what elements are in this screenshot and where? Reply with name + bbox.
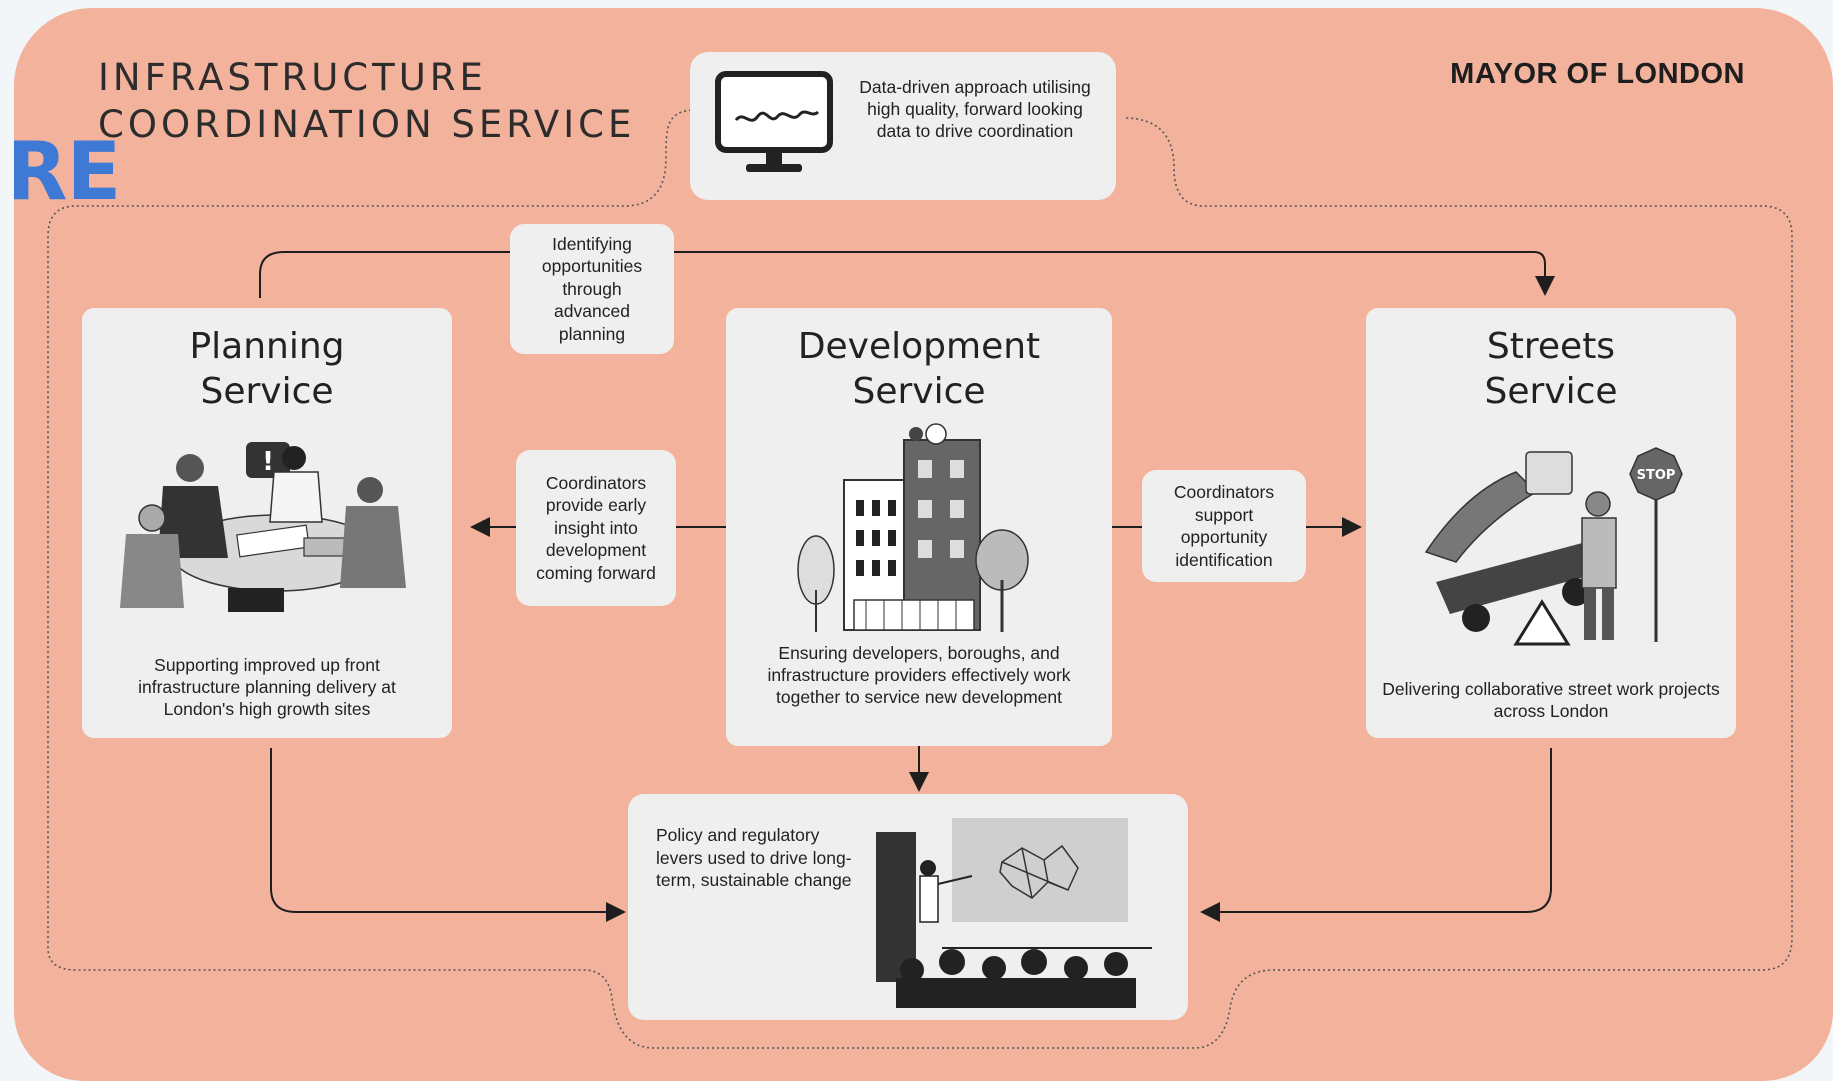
policy-levers-text: Policy and regulatory levers used to dri… <box>656 825 852 890</box>
mayor-of-london-logo: MAYOR OF LONDON <box>1450 58 1745 90</box>
data-driven-box: Data-driven approach utilising high qual… <box>690 52 1116 200</box>
diagram-panel: RE INFRASTRUCTURE COORDINATION SERVICE M… <box>14 8 1833 1081</box>
development-title-line-1: Development <box>797 326 1041 367</box>
planning-title-line-1: Planning <box>189 326 345 367</box>
presentation-illustration <box>876 818 1152 1008</box>
identifying-opportunities-note: Identifying opportunities through advanc… <box>510 224 674 354</box>
opportunity-support-text: Coordinators support opportunity identif… <box>1173 482 1275 570</box>
title-line-1: INFRASTRUCTURE <box>98 56 487 99</box>
development-service-card: Development Service <box>726 308 1112 746</box>
development-description: Ensuring developers, boroughs, and infra… <box>767 643 1071 707</box>
meeting-illustration: ! <box>120 442 406 612</box>
building-illustration <box>797 423 1029 632</box>
streets-service-card: Streets Service STOP Delivering collabor… <box>1366 308 1736 738</box>
stop-sign-text: STOP <box>1637 468 1676 483</box>
diagram-title: INFRASTRUCTURE COORDINATION SERVICE <box>98 54 635 148</box>
streets-title-line-1: Streets <box>1486 326 1616 367</box>
identifying-opportunities-text: Identifying opportunities through advanc… <box>541 233 643 344</box>
planning-title-line-2: Service <box>200 371 334 412</box>
street-works-illustration: STOP <box>1424 447 1683 646</box>
early-insight-note: Coordinators provide early insight into … <box>516 450 676 606</box>
data-driven-text: Data-driven approach utilising high qual… <box>859 77 1091 141</box>
development-title-line-2: Service <box>852 371 986 412</box>
streets-title-line-2: Service <box>1484 371 1618 412</box>
planning-description: Supporting improved up front infrastruct… <box>138 655 396 719</box>
svg-text:!: ! <box>262 447 274 477</box>
monitor-icon <box>715 71 833 172</box>
planning-service-card: Planning Service ! Supporting improved u… <box>82 308 452 738</box>
early-insight-text: Coordinators provide early insight into … <box>536 472 656 583</box>
dotted-feedback-loop <box>47 109 1793 1049</box>
title-line-2: COORDINATION SERVICE <box>98 103 636 146</box>
streets-description: Delivering collaborative street work pro… <box>1382 679 1720 721</box>
cropped-heading-fragment: RE <box>14 125 121 218</box>
policy-levers-box: Policy and regulatory levers used to dri… <box>628 794 1188 1020</box>
opportunity-support-note: Coordinators support opportunity identif… <box>1142 470 1306 582</box>
